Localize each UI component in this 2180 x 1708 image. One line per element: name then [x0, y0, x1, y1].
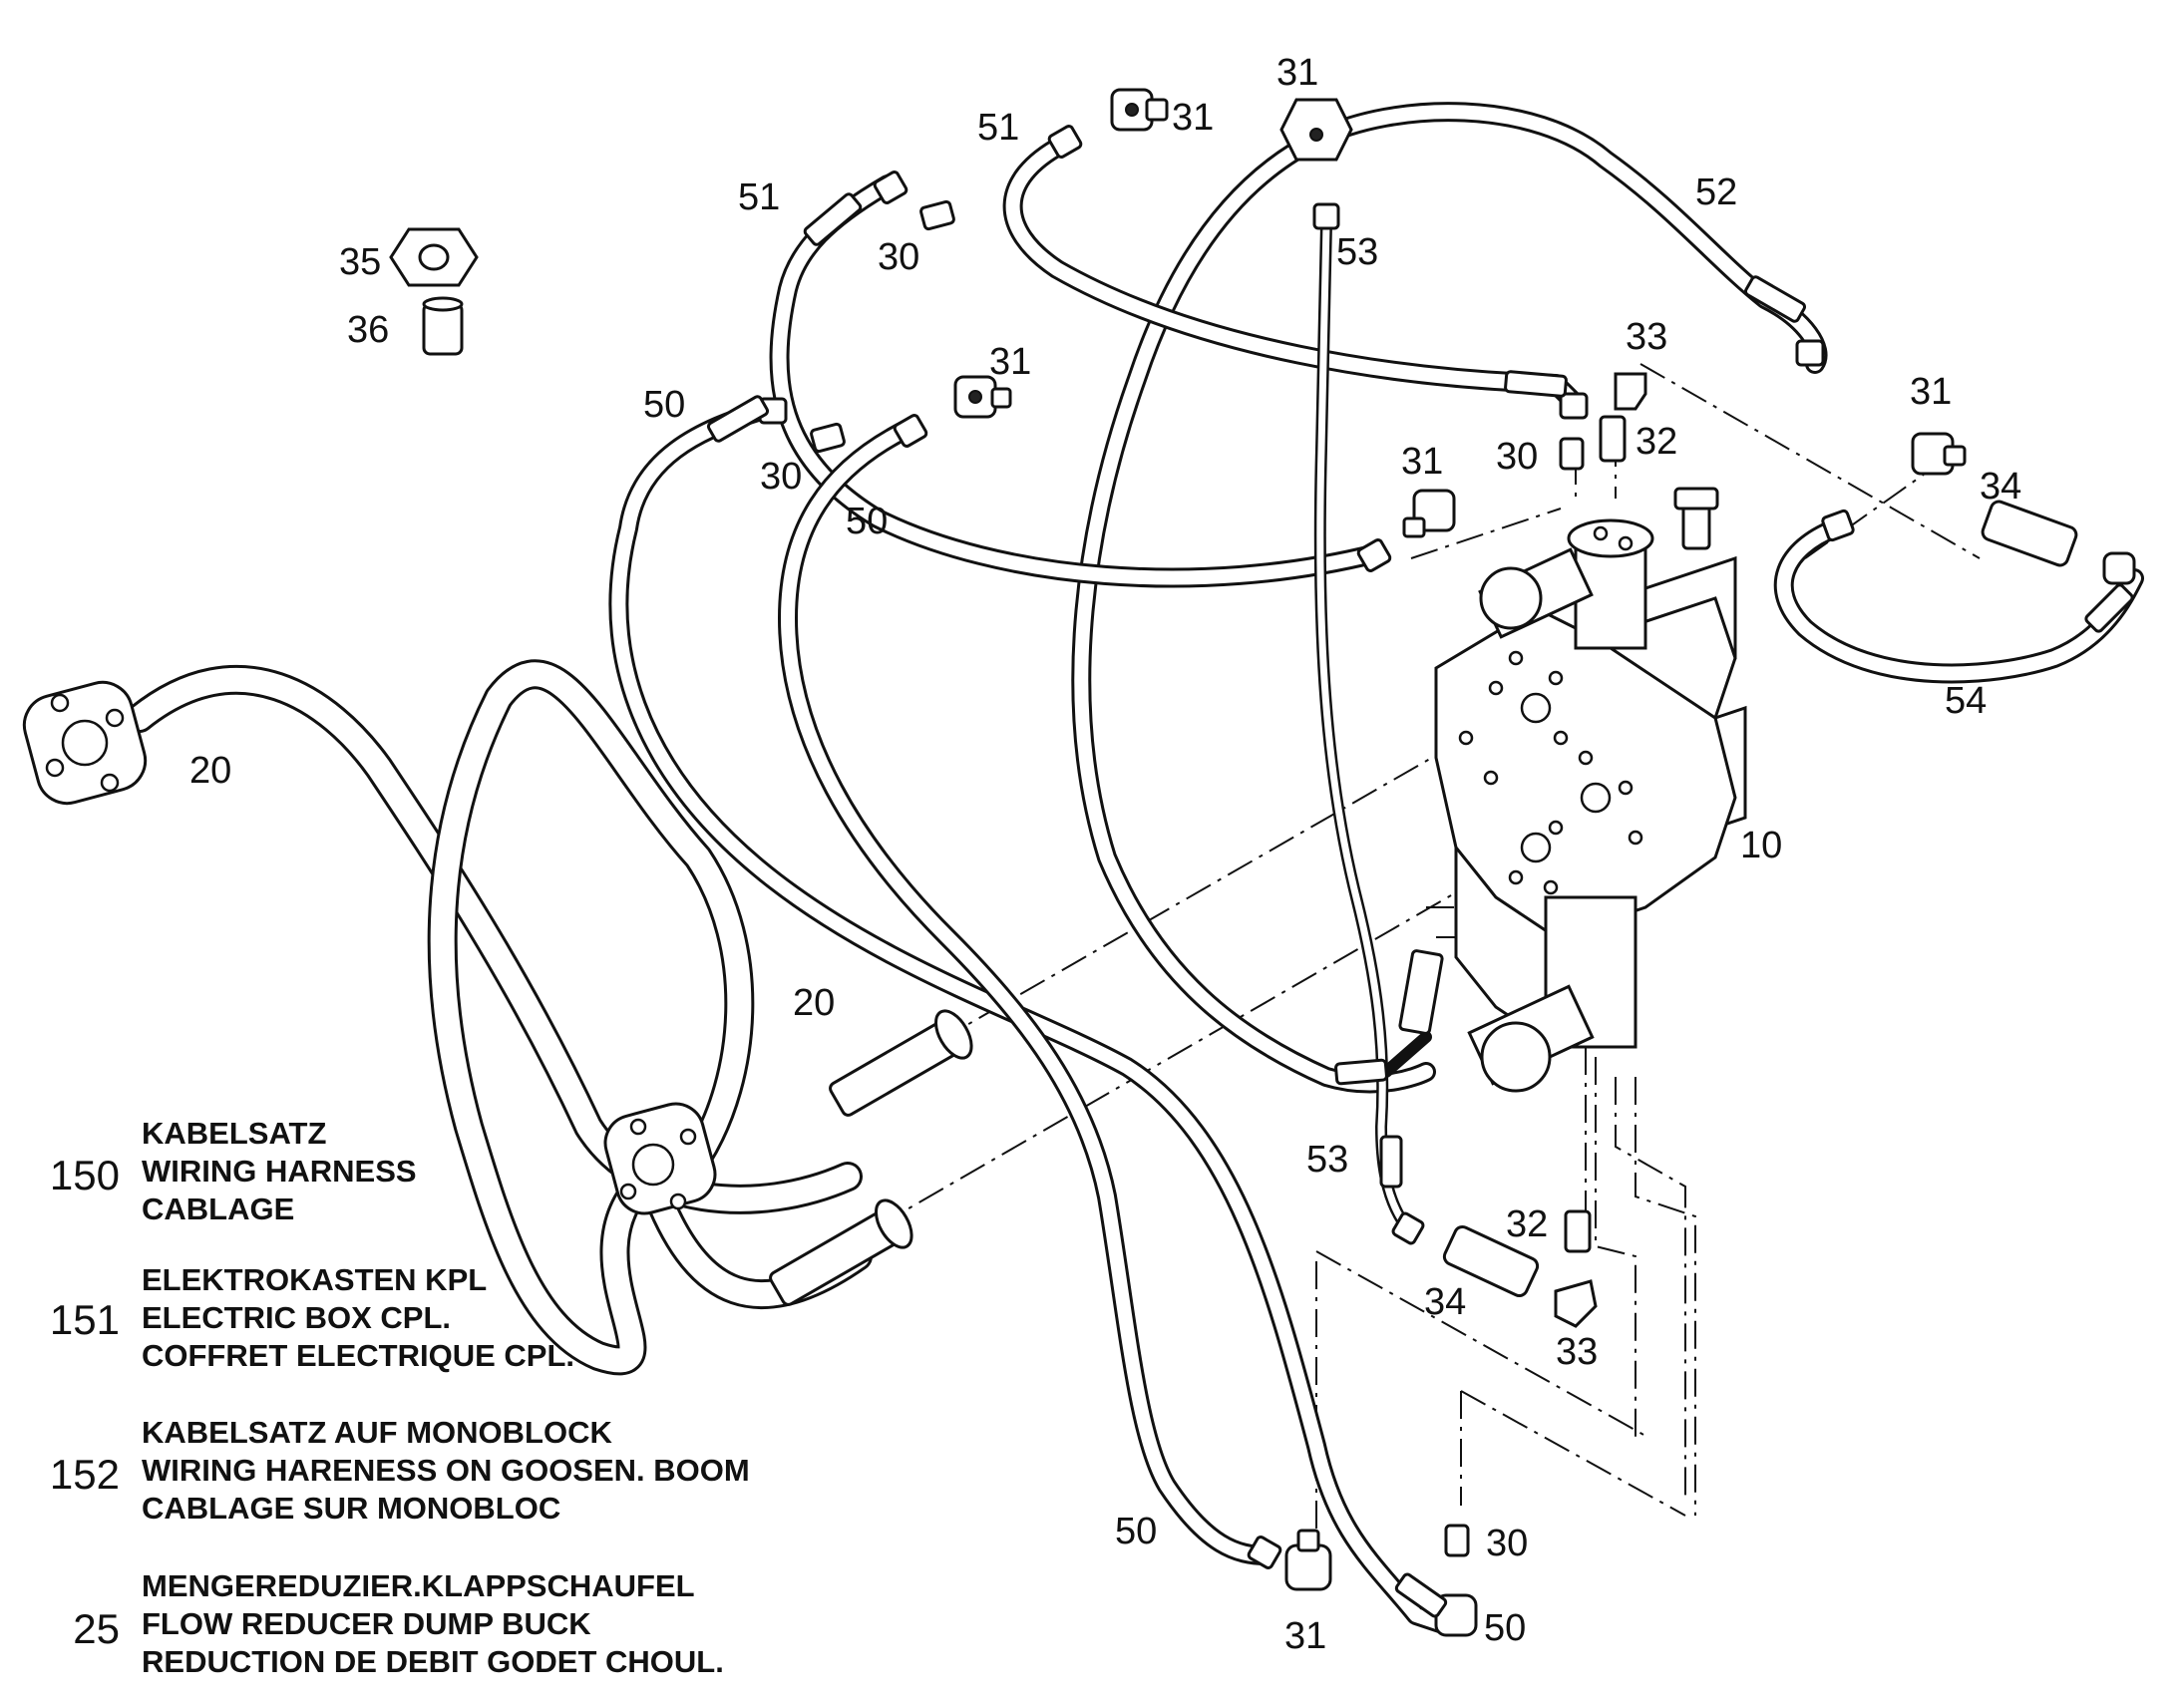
legend-line: KABELSATZ [142, 1116, 327, 1151]
callout-30: 30 [1486, 1523, 1528, 1564]
fitting-31-mid [953, 375, 1012, 419]
fitting-31-top-b [1279, 98, 1353, 162]
callout-34: 34 [1980, 466, 2021, 508]
callout-32: 32 [1506, 1203, 1548, 1245]
legend-line: MENGEREDUZIER.KLAPPSCHAUFEL [142, 1568, 695, 1603]
legend-number: 152 [49, 1451, 120, 1498]
callout-51: 51 [977, 107, 1019, 149]
callout-30: 30 [760, 456, 802, 498]
pipe-20 [125, 659, 873, 1376]
legend-line: COFFRET ELECTRIQUE CPL. [142, 1338, 574, 1373]
legend-number: 150 [49, 1152, 120, 1198]
callout-20: 20 [793, 982, 835, 1024]
legend-line: REDUCTION DE DEBIT GODET CHOUL. [142, 1644, 724, 1679]
legend-line: KABELSATZ AUF MONOBLOCK [142, 1415, 612, 1450]
fitting-31-valve [1402, 489, 1456, 538]
callout-50: 50 [643, 384, 685, 426]
callout-50: 50 [846, 501, 888, 542]
fitting-31-right [1911, 432, 1967, 476]
callout-33: 33 [1556, 1331, 1598, 1373]
legend-number: 25 [73, 1605, 120, 1652]
hose-fittings [706, 125, 2136, 1637]
hoses [608, 102, 2144, 1635]
legend-number: 151 [49, 1296, 120, 1343]
callout-52: 52 [1695, 171, 1737, 213]
legend-text: KABELSATZ WIRING HARNESS CABLAGE [142, 1115, 417, 1228]
callout-50: 50 [1115, 1511, 1157, 1552]
callout-31: 31 [1401, 441, 1443, 483]
legend-line: CABLAGE SUR MONOBLOC [142, 1491, 561, 1526]
legend-text: MENGEREDUZIER.KLAPPSCHAUFEL FLOW REDUCER… [142, 1567, 724, 1681]
tube-stubs [769, 1009, 973, 1306]
callout-32: 32 [1635, 421, 1677, 463]
callout-50: 50 [1484, 1607, 1526, 1649]
callout-53: 53 [1306, 1139, 1348, 1181]
flange-center [603, 1102, 717, 1215]
callout-31: 31 [989, 341, 1031, 383]
callout-34: 34 [1424, 1281, 1466, 1323]
flange-left [22, 680, 148, 806]
legend-line: WIRING HARNESS [142, 1154, 417, 1189]
fitting-31-bottom [1284, 1529, 1332, 1591]
callout-30: 30 [878, 236, 919, 278]
small-fittings [389, 88, 2078, 1591]
callout-51: 51 [738, 176, 780, 218]
callout-10: 10 [1740, 825, 1782, 866]
legend-line: WIRING HARENESS ON GOOSEN. BOOM [142, 1453, 750, 1488]
callout-20: 20 [189, 750, 231, 792]
fitting-31-top-a [1110, 88, 1169, 132]
callout-labels: 31 31 51 51 30 35 36 31 52 53 33 32 30 3… [189, 52, 2021, 1657]
legend-line: ELECTRIC BOX CPL. [142, 1300, 452, 1335]
callout-35: 35 [339, 241, 381, 283]
callout-30: 30 [1496, 436, 1538, 478]
callout-33: 33 [1626, 316, 1667, 358]
callout-54: 54 [1945, 680, 1987, 722]
legend-line: FLOW REDUCER DUMP BUCK [142, 1606, 591, 1641]
callout-31: 31 [1910, 371, 1952, 413]
legend-text: KABELSATZ AUF MONOBLOCK WIRING HARENESS … [142, 1414, 750, 1528]
legend-text: ELEKTROKASTEN KPL ELECTRIC BOX CPL. COFF… [142, 1261, 574, 1375]
legend-line: CABLAGE [142, 1192, 295, 1226]
callout-31: 31 [1172, 97, 1214, 139]
valve-block-10 [1434, 487, 1747, 1093]
callout-53: 53 [1336, 231, 1378, 273]
callout-36: 36 [347, 309, 389, 351]
callout-31: 31 [1276, 52, 1318, 94]
callout-31: 31 [1284, 1615, 1326, 1657]
legend-line: ELEKTROKASTEN KPL [142, 1262, 488, 1297]
